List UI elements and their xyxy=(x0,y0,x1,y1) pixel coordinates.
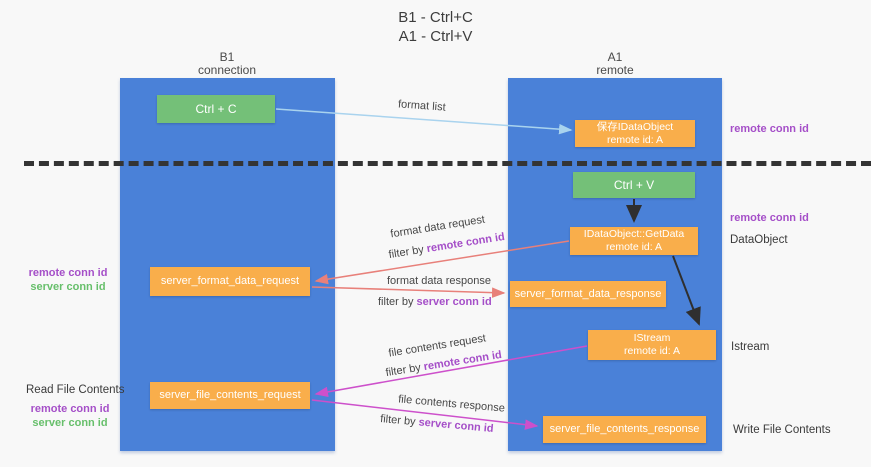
format-data-response-label: format data response xyxy=(387,275,491,287)
lifeline-left-title: B1 xyxy=(219,50,235,64)
dashed-separator xyxy=(24,161,871,166)
format-data-response-arrow xyxy=(311,286,506,298)
filter-key: remote conn id xyxy=(422,348,503,374)
right-remote-conn-id-top: remote conn id xyxy=(730,123,809,135)
file-request-label: server_file_contents_request xyxy=(159,389,301,401)
right-dataobject-label: DataObject xyxy=(730,234,788,246)
getdata-line1: IDataObject::GetData xyxy=(583,228,685,240)
node-file-response: server_file_contents_response xyxy=(543,416,706,443)
node-istream: IStream remote id: A xyxy=(588,330,716,360)
lifeline-header-right: A1 remote xyxy=(545,51,685,77)
node-format-response: server_format_data_response xyxy=(510,281,666,307)
save-dataobject-line2: remote id: A xyxy=(606,133,664,146)
save-dataobject-line1: 保存IDataObject xyxy=(596,120,674,133)
node-save-dataobject: 保存IDataObject remote id: A xyxy=(575,120,695,147)
diagram-title: B1 - Ctrl+C A1 - Ctrl+V xyxy=(0,8,871,46)
node-ctrl-c: Ctrl + C xyxy=(157,95,275,123)
node-getdata: IDataObject::GetData remote id: A xyxy=(570,227,698,255)
filter-key: server conn id xyxy=(418,416,495,435)
left-remote-conn-id-2: remote conn id xyxy=(30,403,110,415)
filter-key: server conn id xyxy=(416,296,492,308)
title-line-1: B1 - Ctrl+C xyxy=(398,9,473,26)
right-remote-conn-id-mid: remote conn id xyxy=(730,212,809,224)
right-istream-label: Istream xyxy=(731,341,770,353)
getdata-line2: remote id: A xyxy=(605,241,663,253)
left-remote-conn-id-1: remote conn id xyxy=(28,267,108,279)
file-response-label: server_file_contents_response xyxy=(549,423,700,435)
file-contents-response-filter: filter by server conn id xyxy=(380,413,494,435)
left-conn-ids-bottom: remote conn id server conn id xyxy=(24,402,116,430)
istream-line1: IStream xyxy=(633,332,671,344)
format-data-response-filter: filter by server conn id xyxy=(378,296,492,308)
lifeline-right-title: A1 xyxy=(607,50,623,64)
title-line-2: A1 - Ctrl+V xyxy=(398,28,473,45)
lifeline-left-subtitle: connection xyxy=(197,63,257,77)
left-server-conn-id-1: server conn id xyxy=(30,281,106,293)
node-ctrl-v: Ctrl + V xyxy=(573,172,695,198)
node-file-request: server_file_contents_request xyxy=(150,382,310,409)
lifeline-right-subtitle: remote xyxy=(596,63,634,77)
filter-key: remote conn id xyxy=(425,230,506,256)
right-write-file-contents-label: Write File Contents xyxy=(733,424,831,436)
ctrl-v-label: Ctrl + V xyxy=(613,178,655,192)
ctrl-c-label: Ctrl + C xyxy=(195,102,237,116)
left-server-conn-id-2: server conn id xyxy=(32,417,108,429)
lifeline-header-left: B1 connection xyxy=(157,51,297,77)
filter-prefix: filter by xyxy=(387,243,428,262)
filter-prefix: filter by xyxy=(384,361,425,380)
left-conn-ids-top: remote conn id server conn id xyxy=(22,266,114,294)
istream-line2: remote id: A xyxy=(623,345,681,357)
format-response-label: server_format_data_response xyxy=(514,287,662,300)
node-format-request: server_format_data_request xyxy=(150,267,310,296)
left-read-file-contents-label: Read File Contents xyxy=(26,384,125,396)
format-list-label: format list xyxy=(397,98,447,114)
format-request-label: server_format_data_request xyxy=(160,275,300,287)
filter-prefix: filter by xyxy=(379,413,420,429)
filter-prefix: filter by xyxy=(378,296,417,308)
file-contents-response-label: file contents response xyxy=(397,393,506,415)
